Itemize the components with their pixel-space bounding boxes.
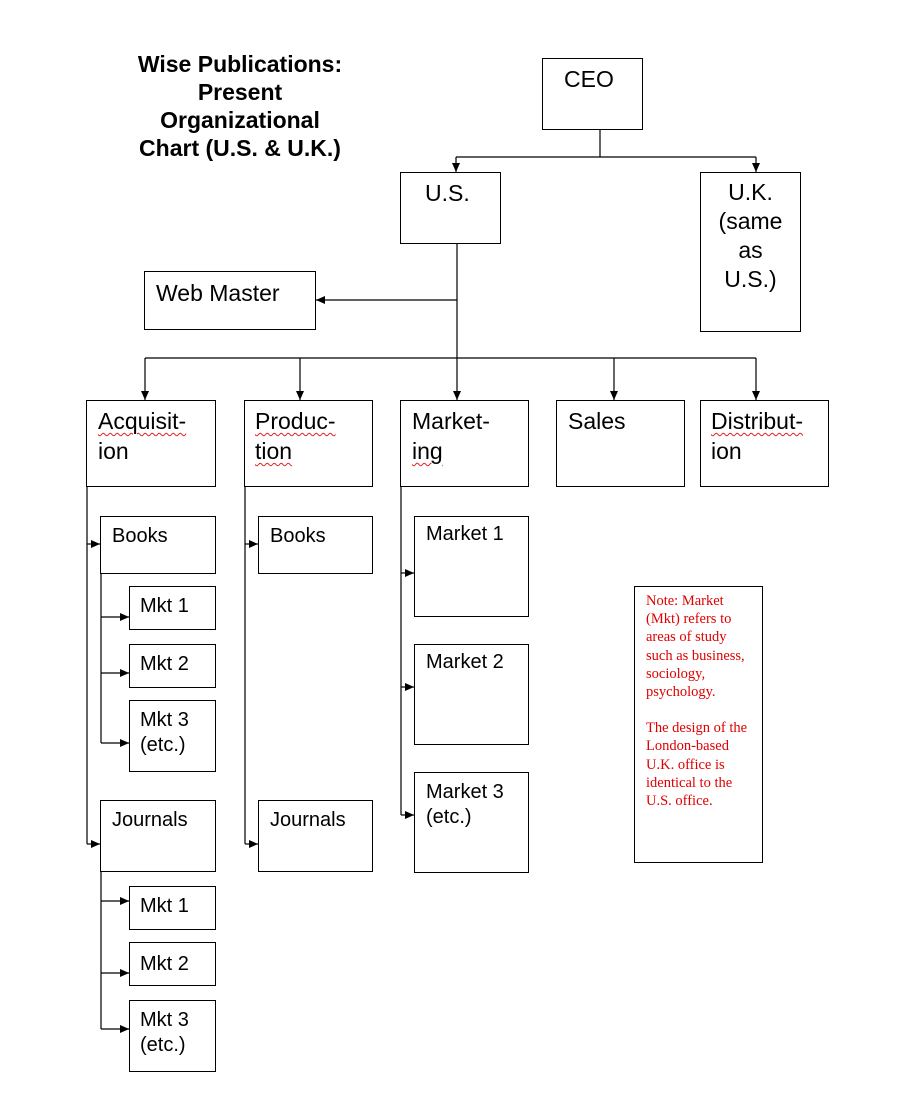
acq-books-mkt1-label: Mkt 1 xyxy=(140,595,189,617)
production-label-line: tion xyxy=(255,436,336,466)
distribution-label-line: ion xyxy=(711,438,742,464)
market3-box xyxy=(414,772,529,873)
marketing-box xyxy=(400,400,529,487)
acquisition-label: Acquisit- ion xyxy=(98,406,186,466)
sales-box xyxy=(556,400,685,487)
prod-journals-box xyxy=(258,800,373,872)
uk-box xyxy=(700,172,801,332)
web-master-box xyxy=(144,271,316,330)
acq-journals-mkt3-label-line: (etc.) xyxy=(140,1034,186,1056)
uk-label-line: (same xyxy=(718,208,783,234)
chart-title-line: Organizational xyxy=(160,107,320,133)
uk-label-line: U.S.) xyxy=(724,266,777,292)
marketing-label-line2: ing xyxy=(412,438,443,464)
prod-books-box xyxy=(258,516,373,574)
note-paragraph: The design of the London-based U.K. offi… xyxy=(646,720,748,810)
acquisition-label-line1: Acquisit- xyxy=(98,408,187,434)
market1-box xyxy=(414,516,529,617)
acq-books-mkt3-label-line: (etc.) xyxy=(140,734,186,756)
acq-journals-mkt1-box xyxy=(129,886,216,930)
acq-books-mkt1-box xyxy=(129,586,216,630)
acq-books-box xyxy=(100,516,216,574)
sales-label: Sales xyxy=(568,408,626,434)
acquisition-label-line: ion xyxy=(98,438,129,464)
chart-title-line: Wise Publications: xyxy=(137,51,343,77)
acquisition-box xyxy=(86,400,216,487)
acq-books-label: Books xyxy=(112,525,168,547)
distribution-box xyxy=(700,400,829,487)
uk-label: U.K. (same as U.S.) xyxy=(700,178,801,294)
acq-books-mkt2-box xyxy=(129,644,216,688)
distribution-label-line: Distribut- xyxy=(711,406,803,436)
market1-label: Market 1 xyxy=(426,523,504,545)
uk-label-line: as xyxy=(738,237,763,263)
acq-books-mkt3-label: Mkt 3 (etc.) xyxy=(140,708,189,758)
prod-journals-label: Journals xyxy=(270,809,346,831)
note-box xyxy=(634,586,763,863)
production-box xyxy=(244,400,373,487)
chart-title-line: Present xyxy=(197,79,283,105)
us-label: U.S. xyxy=(425,180,470,206)
production-label-line2: tion xyxy=(255,438,293,464)
market3-label-line: Market 3 xyxy=(426,781,504,803)
acq-journals-mkt2-label: Mkt 2 xyxy=(140,953,189,975)
chart-title: Wise Publications: Present Organizationa… xyxy=(105,50,375,162)
production-label-line1: Produc- xyxy=(255,408,336,434)
prod-books-label: Books xyxy=(270,525,326,547)
uk-label-line: U.K. xyxy=(728,179,773,205)
acq-journals-label: Journals xyxy=(112,809,188,831)
ceo-label: CEO xyxy=(564,66,614,92)
marketing-label-line: ing xyxy=(412,436,490,466)
acq-journals-mkt1-label: Mkt 1 xyxy=(140,895,189,917)
marketing-label-line: Market- xyxy=(412,408,490,434)
acq-journals-mkt3-box xyxy=(129,1000,216,1072)
distribution-label-line1: Distribut- xyxy=(711,408,804,434)
marketing-label: Market- ing xyxy=(412,406,490,466)
acquisition-label-line: Acquisit- xyxy=(98,406,186,436)
acq-books-mkt2-label: Mkt 2 xyxy=(140,653,189,675)
production-label: Produc- tion xyxy=(255,406,336,466)
market3-label: Market 3 (etc.) xyxy=(426,780,504,830)
note-text: Note: Market (Mkt) refers to areas of st… xyxy=(646,592,754,828)
market3-label-line: (etc.) xyxy=(426,806,472,828)
us-box xyxy=(400,172,501,244)
market2-box xyxy=(414,644,529,745)
ceo-box xyxy=(542,58,643,130)
chart-title-line: Chart (U.S. & U.K.) xyxy=(139,135,341,161)
acq-journals-mkt3-label-line: Mkt 3 xyxy=(140,1009,189,1031)
note-paragraph: Note: Market (Mkt) refers to areas of st… xyxy=(646,593,745,701)
acq-journals-box xyxy=(100,800,216,872)
acq-journals-mkt2-box xyxy=(129,942,216,986)
market2-label: Market 2 xyxy=(426,651,504,673)
web-master-label: Web Master xyxy=(156,280,280,306)
distribution-label: Distribut- ion xyxy=(711,406,803,466)
acq-books-mkt3-label-line: Mkt 3 xyxy=(140,709,189,731)
production-label-line: Produc- xyxy=(255,406,336,436)
acq-books-mkt3-box xyxy=(129,700,216,772)
acq-journals-mkt3-label: Mkt 3 (etc.) xyxy=(140,1008,189,1058)
